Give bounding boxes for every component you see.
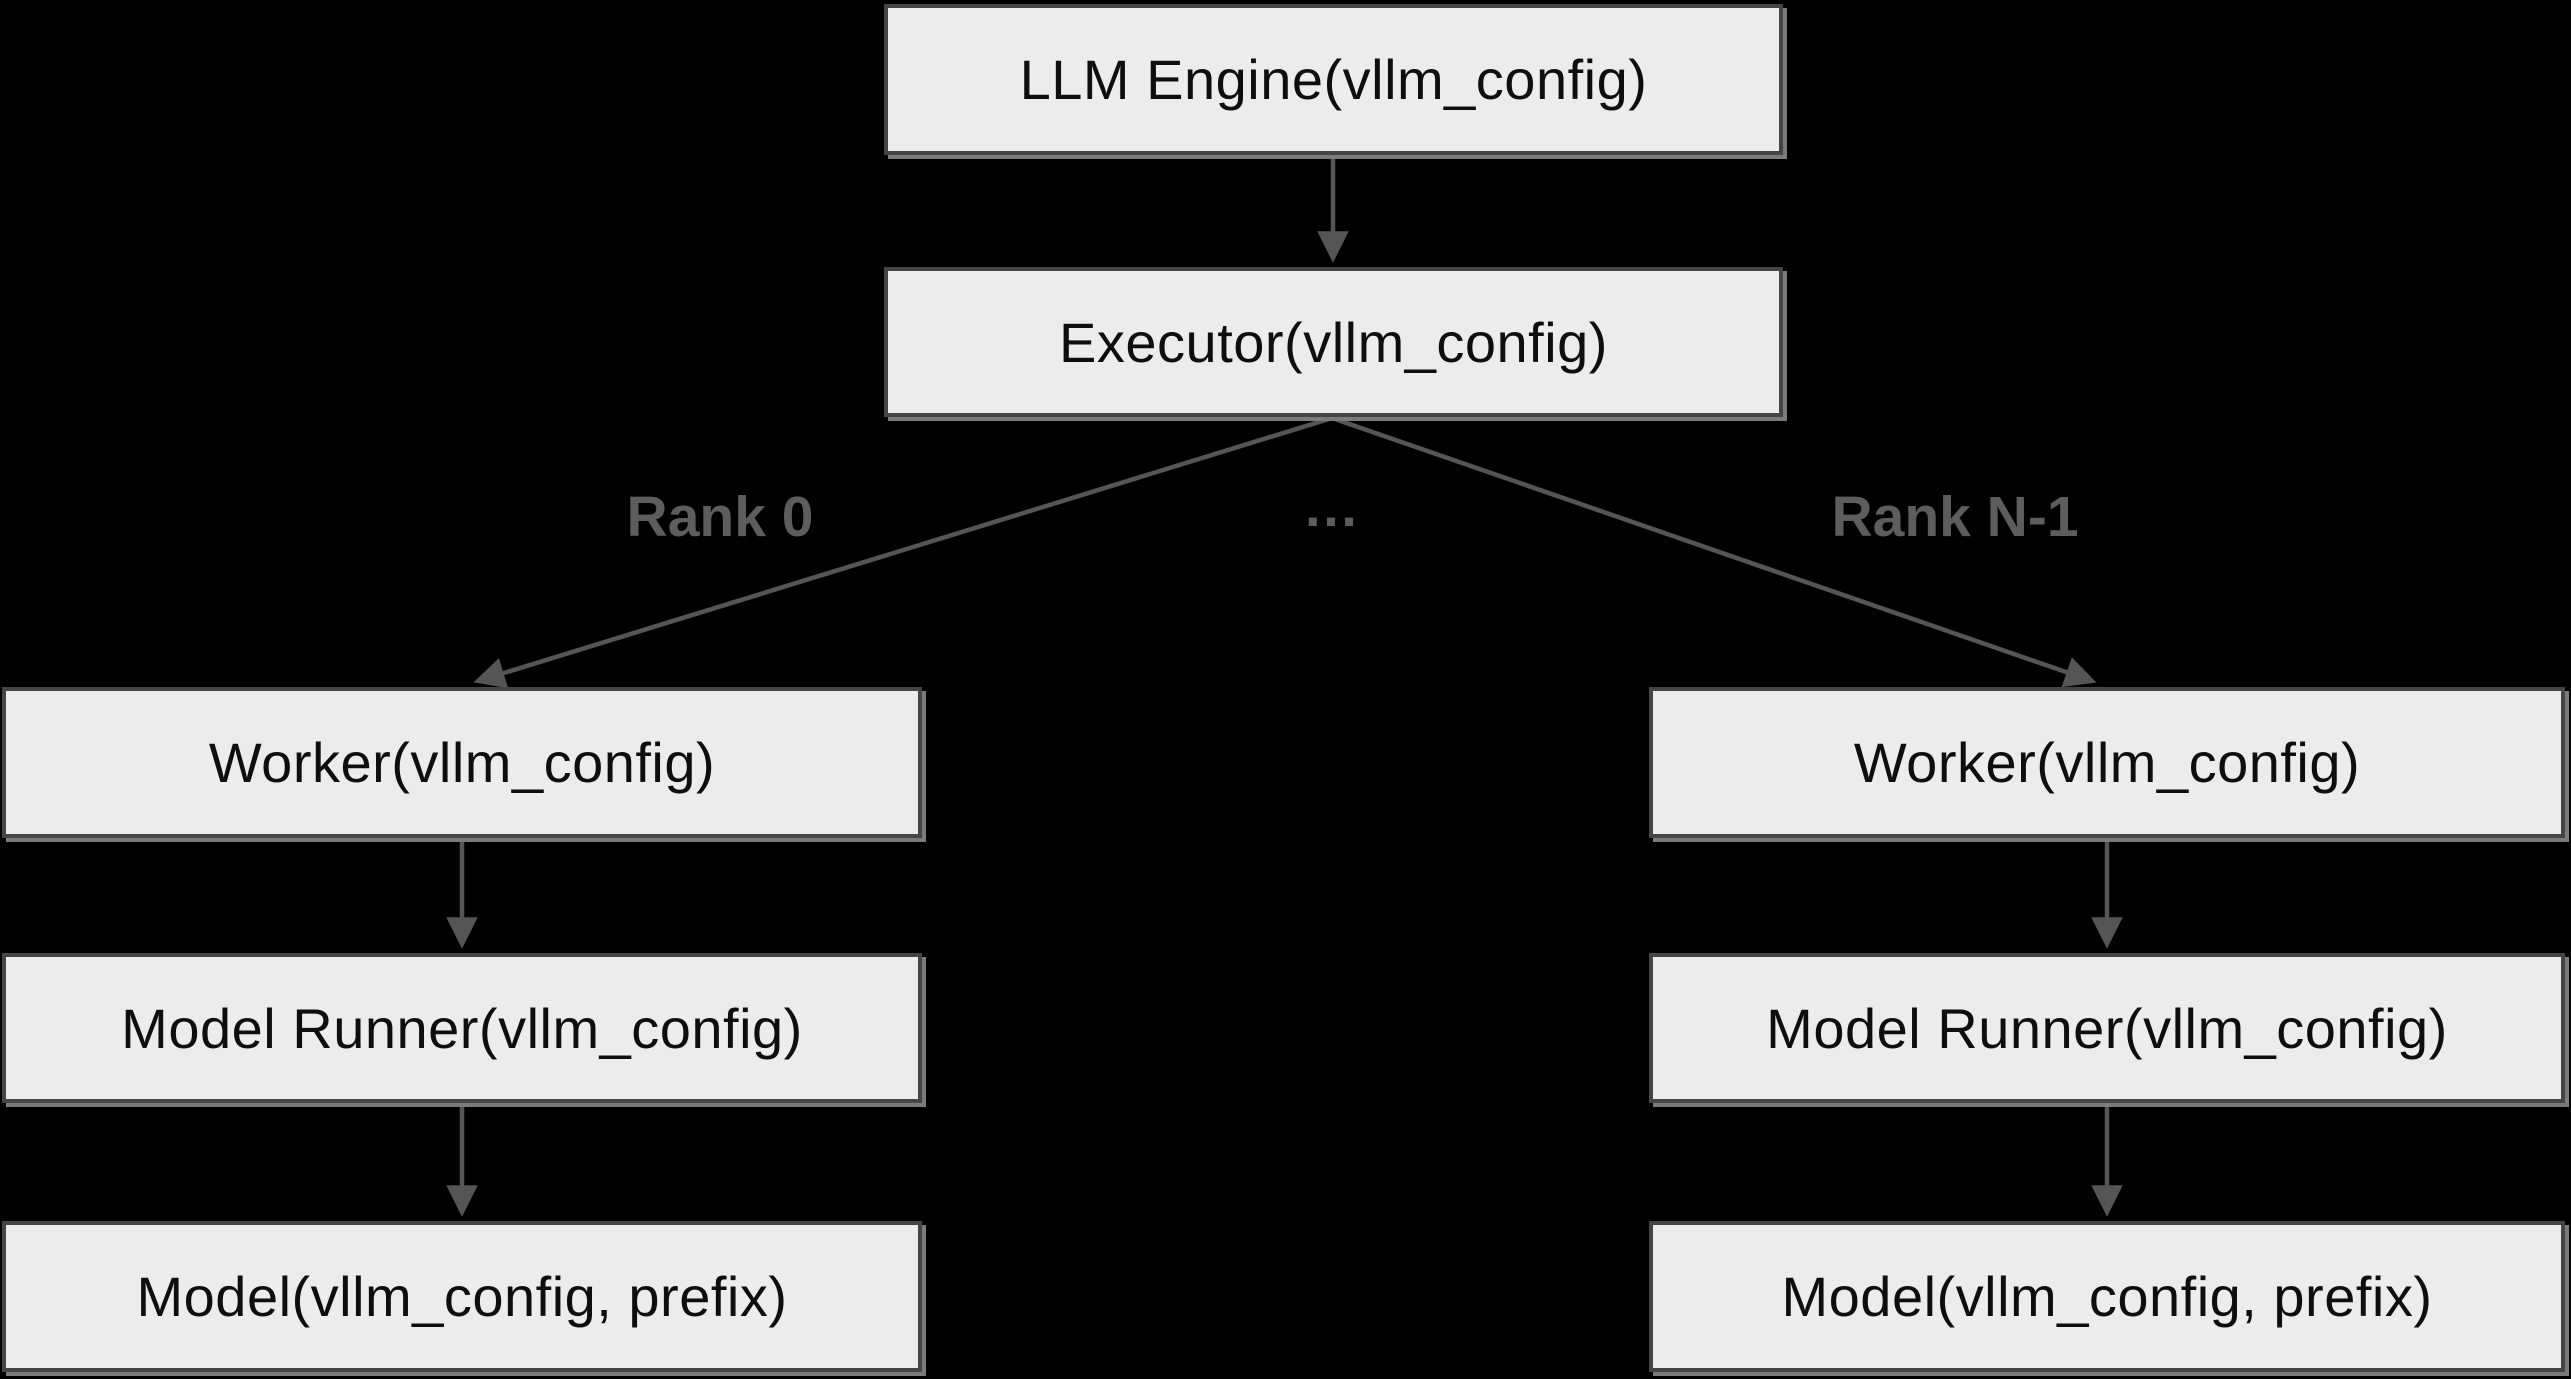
node-llm-engine-label: LLM Engine(vllm_config)	[1019, 48, 1648, 111]
node-worker-right: Worker(vllm_config)	[1649, 687, 2565, 838]
node-model-right-label: Model(vllm_config, prefix)	[1781, 1265, 2433, 1328]
node-worker-left-label: Worker(vllm_config)	[208, 731, 716, 794]
node-worker-left: Worker(vllm_config)	[2, 687, 922, 838]
node-llm-engine: LLM Engine(vllm_config)	[884, 4, 1783, 155]
node-model-runner-right-label: Model Runner(vllm_config)	[1766, 996, 2448, 1060]
node-model-left: Model(vllm_config, prefix)	[2, 1221, 922, 1372]
node-worker-right-label: Worker(vllm_config)	[1853, 731, 2361, 794]
node-model-runner-left: Model Runner(vllm_config)	[2, 953, 922, 1103]
edge-label-rank-n-1: Rank N-1	[1831, 485, 2079, 549]
node-model-right: Model(vllm_config, prefix)	[1649, 1221, 2565, 1372]
node-executor-label: Executor(vllm_config)	[1059, 310, 1608, 374]
edge-label-ellipsis: …	[1302, 475, 1360, 539]
node-model-left-label: Model(vllm_config, prefix)	[136, 1265, 788, 1328]
node-executor: Executor(vllm_config)	[884, 267, 1783, 417]
node-model-runner-left-label: Model Runner(vllm_config)	[121, 996, 803, 1060]
node-model-runner-right: Model Runner(vllm_config)	[1649, 953, 2565, 1103]
edge-label-rank-0: Rank 0	[626, 485, 814, 549]
